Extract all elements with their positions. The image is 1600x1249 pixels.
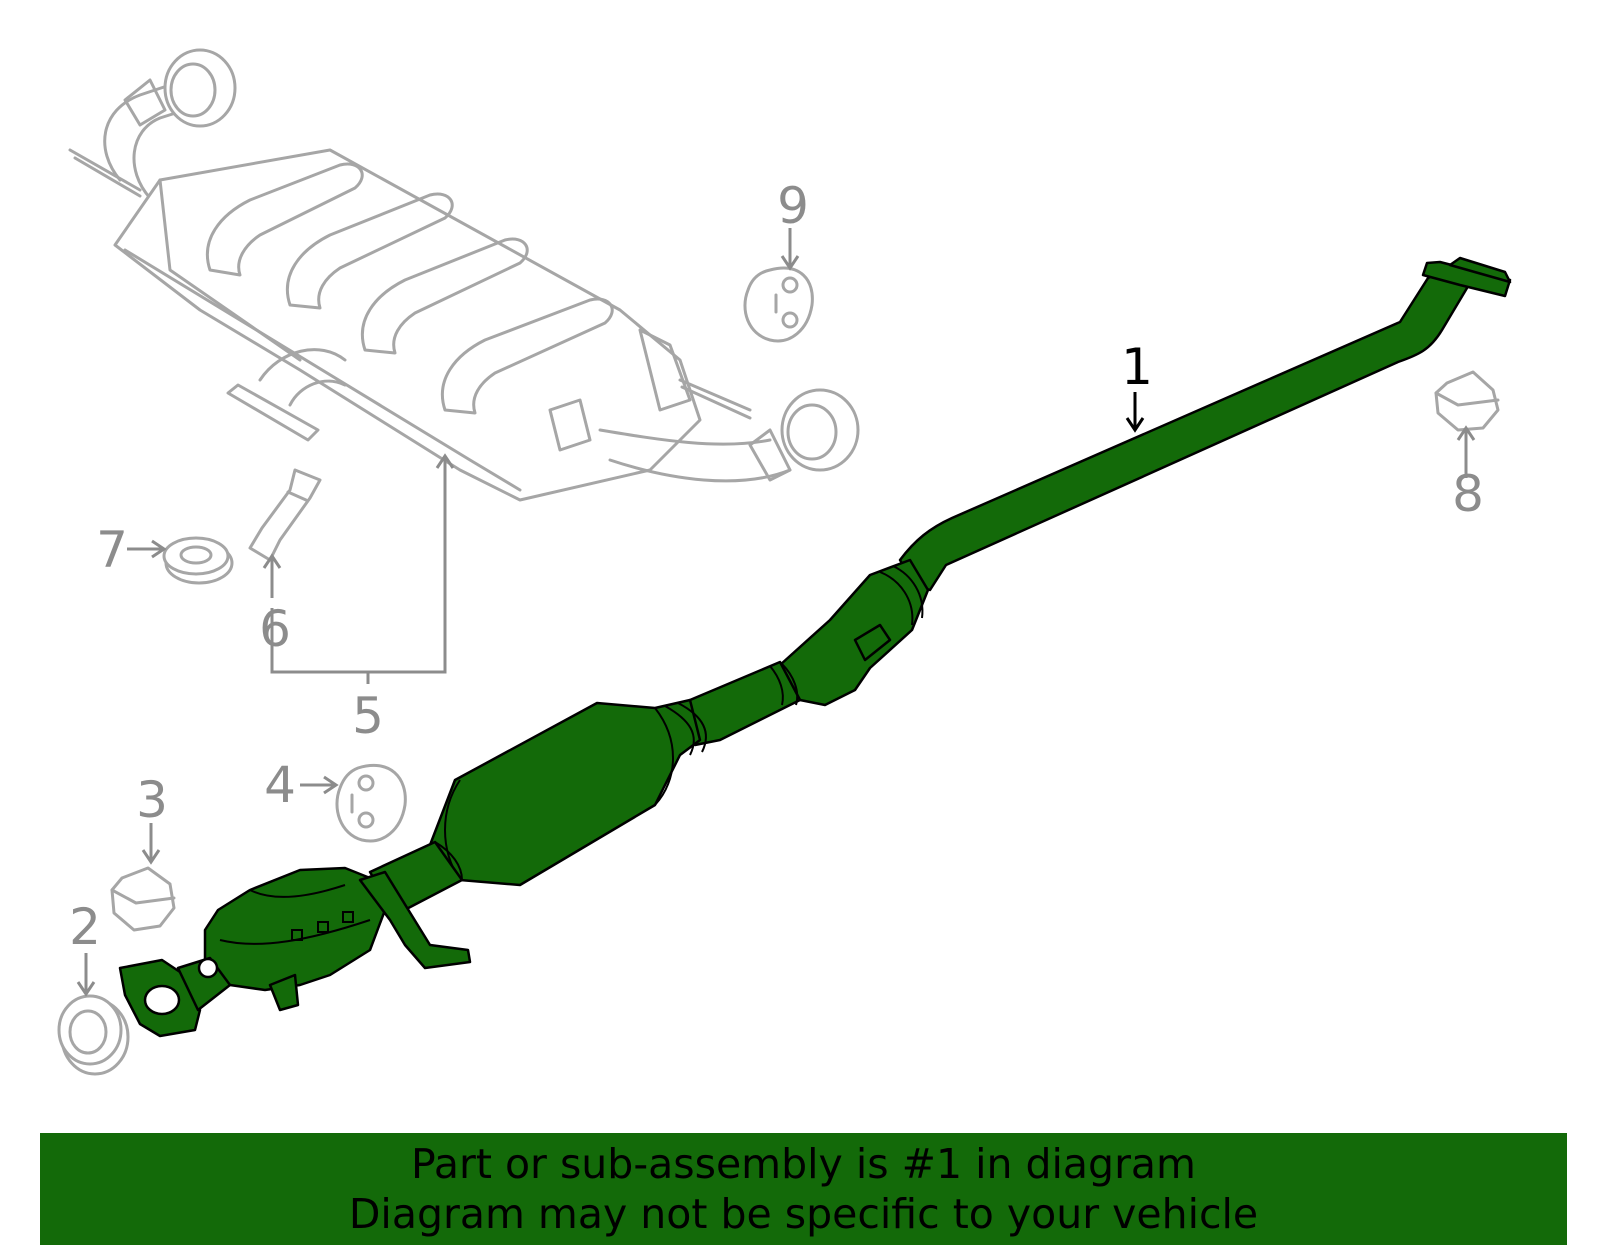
- callout-9[interactable]: 9: [777, 177, 809, 235]
- rear-muffler-assembly[interactable]: [68, 48, 860, 502]
- gasket-ring-2[interactable]: [57, 994, 130, 1076]
- banner-line-disclaimer: Diagram may not be specific to your vehi…: [348, 1190, 1259, 1238]
- callout-4[interactable]: 4: [264, 756, 296, 814]
- callout-3[interactable]: 3: [136, 771, 168, 829]
- front-exhaust-pipe-assembly[interactable]: [118, 256, 1512, 1038]
- banner-line-part: Part or sub-assembly is #1 in diagram: [411, 1140, 1196, 1188]
- hanger-insulator-4[interactable]: [335, 763, 407, 843]
- callout-1[interactable]: 1: [1121, 338, 1153, 396]
- hex-nut-8[interactable]: [1434, 370, 1500, 432]
- callout-5[interactable]: 5: [352, 687, 384, 745]
- callout-7[interactable]: 7: [96, 521, 128, 579]
- callout-2[interactable]: 2: [69, 898, 101, 956]
- leader-lines: [76, 228, 1476, 997]
- gasket-ring-7[interactable]: [162, 536, 234, 585]
- hex-nut-3[interactable]: [110, 866, 176, 932]
- hanger-insulator-9[interactable]: [743, 266, 814, 343]
- info-banner: Part or sub-assembly is #1 in diagram Di…: [40, 1133, 1567, 1245]
- callout-6[interactable]: 6: [259, 600, 291, 658]
- callout-8[interactable]: 8: [1452, 465, 1484, 523]
- hanger-strap[interactable]: [248, 468, 322, 562]
